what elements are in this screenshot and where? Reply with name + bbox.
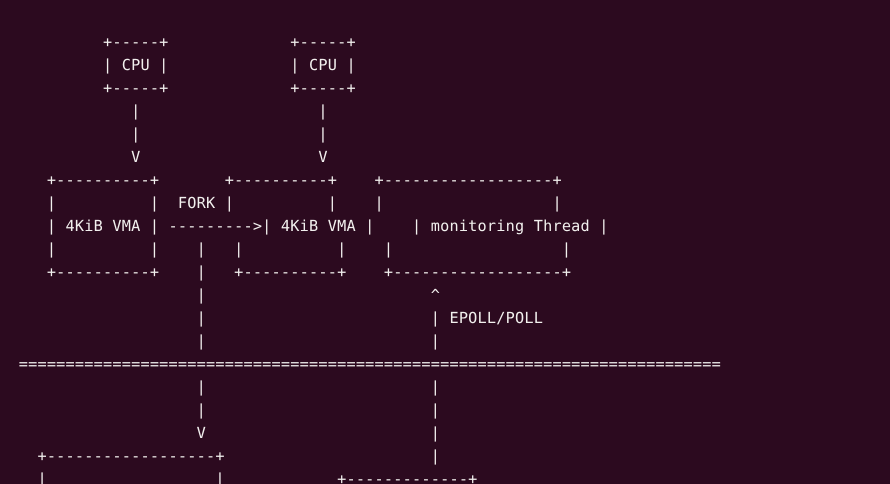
diagram-row-2: | CPU | | CPU | <box>0 56 356 74</box>
diagram-row-17: | | <box>0 401 441 419</box>
diagram-row-16: | | <box>0 378 441 396</box>
diagram-row-5: | | <box>0 125 328 143</box>
diagram-row-20: | | +-------------+ <box>0 470 478 484</box>
diagram-row-1: +-----+ +-----+ <box>0 33 356 51</box>
diagram-row-12: | ^ <box>0 286 441 304</box>
diagram-row-3: +-----+ +-----+ <box>0 79 356 97</box>
diagram-row-8: | | FORK | | | | <box>0 194 562 212</box>
diagram-row-4: | | <box>0 102 328 120</box>
diagram-row-14: | | <box>0 332 441 350</box>
diagram-row-10: | | | | | | | <box>0 240 572 258</box>
diagram-row-7: +----------+ +----------+ +-------------… <box>0 171 562 189</box>
diagram-row-6: V V <box>0 148 328 166</box>
diagram-row-13: | | EPOLL/POLL <box>0 309 544 327</box>
diagram-row-19: +------------------+ | <box>0 447 441 465</box>
diagram-row-18: V | <box>0 424 441 442</box>
diagram-row-9: | 4KiB VMA | --------->| 4KiB VMA | | mo… <box>0 217 609 235</box>
kernel-userspace-divider: ========================================… <box>0 355 721 373</box>
diagram-row-11: +----------+ | +----------+ +-----------… <box>0 263 572 281</box>
ascii-diagram: +-----+ +-----+ | CPU | | CPU | +-----+ … <box>0 33 721 484</box>
